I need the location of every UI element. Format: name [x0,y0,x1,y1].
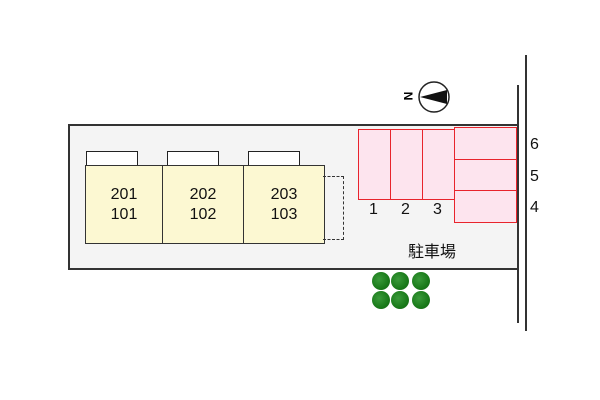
tree-icon [412,291,430,309]
unit-upper-label: 201 [110,185,138,203]
parking-slot-3[interactable] [422,129,455,200]
tree-icon [391,272,409,290]
dashed-outline [323,176,344,240]
unit-upper-label: 203 [270,185,298,203]
parking-slot-5[interactable] [454,159,517,191]
parking-slot-6[interactable] [454,127,517,160]
unit-lower-label: 103 [270,205,298,223]
compass: N [401,80,452,114]
tree-icon [372,291,390,309]
unit-202-102[interactable]: 202 102 [162,165,244,244]
balcony [86,151,138,166]
balcony [167,151,219,166]
tree-icon [391,291,409,309]
unit-lower-label: 102 [189,205,217,223]
unit-lower-label: 101 [110,205,138,223]
unit-203-103[interactable]: 203 103 [243,165,325,244]
tree-icon [412,272,430,290]
slot-number-3: 3 [433,201,442,218]
slot-number-2: 2 [401,201,410,218]
balcony [248,151,300,166]
parking-slot-4[interactable] [454,190,517,223]
compass-arrow-icon [418,81,450,113]
road-line-outer [525,55,527,331]
slot-number-1: 1 [369,201,378,218]
slot-number-5: 5 [530,168,539,185]
parking-slot-2[interactable] [390,129,423,200]
unit-201-101[interactable]: 201 101 [85,165,163,244]
tree-icon [372,272,390,290]
unit-upper-label: 202 [189,185,217,203]
compass-north-label: N [401,91,416,101]
parking-label: 駐車場 [408,244,457,261]
slot-number-6: 6 [530,136,539,153]
slot-number-4: 4 [530,199,539,216]
parking-slot-1[interactable] [358,129,391,200]
